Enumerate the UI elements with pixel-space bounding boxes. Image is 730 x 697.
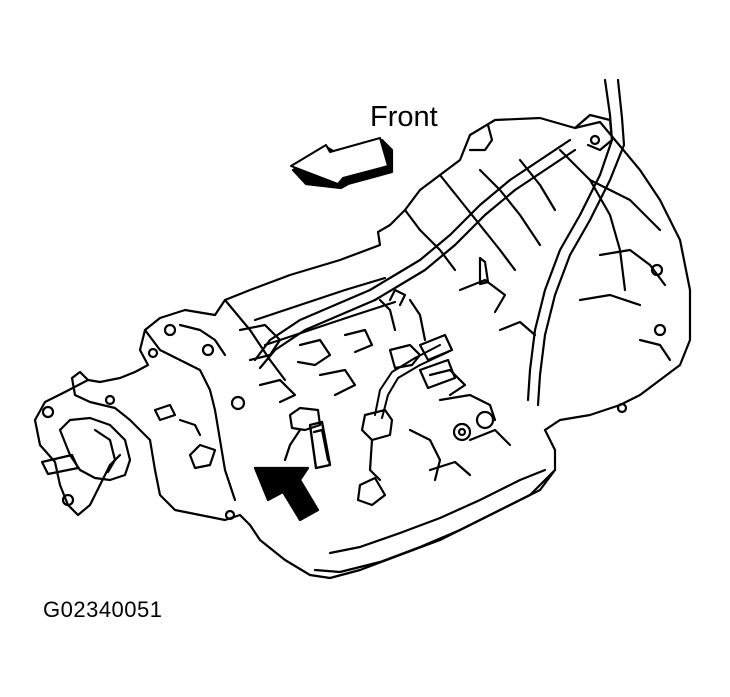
- pointer-arrow: [253, 466, 320, 522]
- transmission-housing: [33, 113, 692, 580]
- connector-location-marker: [308, 420, 332, 470]
- figure-id: G02340051: [43, 597, 163, 622]
- front-label: Front: [370, 101, 438, 133]
- front-direction-arrow: [290, 137, 394, 190]
- transmission-cables: [253, 78, 626, 407]
